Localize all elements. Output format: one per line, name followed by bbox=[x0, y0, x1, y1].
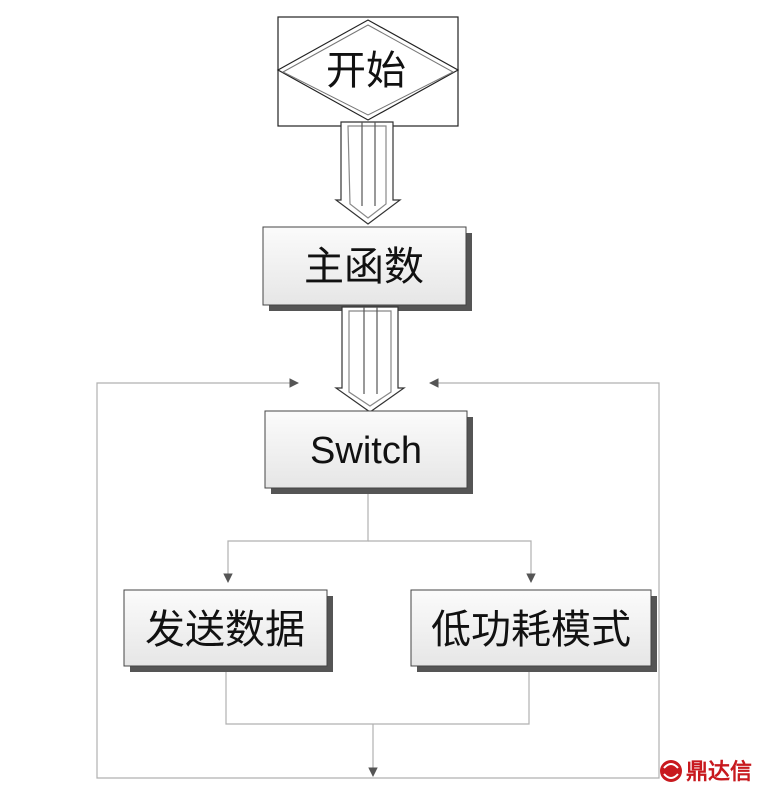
start-node-label: 开始 bbox=[326, 48, 406, 94]
main-function-label: 主函数 bbox=[304, 244, 424, 290]
block-arrow-start-to-main bbox=[334, 121, 402, 225]
branch-connectors bbox=[223, 494, 536, 583]
low-power-label: 低功耗模式 bbox=[431, 607, 631, 653]
start-node: 开始 bbox=[276, 16, 460, 127]
block-arrow-main-to-switch bbox=[334, 306, 406, 413]
main-function-node: 主函数 bbox=[262, 226, 472, 311]
loop-back-connectors bbox=[96, 378, 660, 779]
watermark-text: 鼎达信 bbox=[686, 759, 752, 785]
low-power-node: 低功耗模式 bbox=[410, 589, 657, 672]
switch-label: Switch bbox=[310, 430, 422, 472]
send-data-label: 发送数据 bbox=[145, 607, 305, 653]
watermark-logo: 鼎达信 bbox=[660, 759, 752, 785]
switch-node: Switch bbox=[264, 410, 473, 494]
send-data-node: 发送数据 bbox=[123, 589, 333, 672]
merge-connectors bbox=[225, 672, 530, 777]
